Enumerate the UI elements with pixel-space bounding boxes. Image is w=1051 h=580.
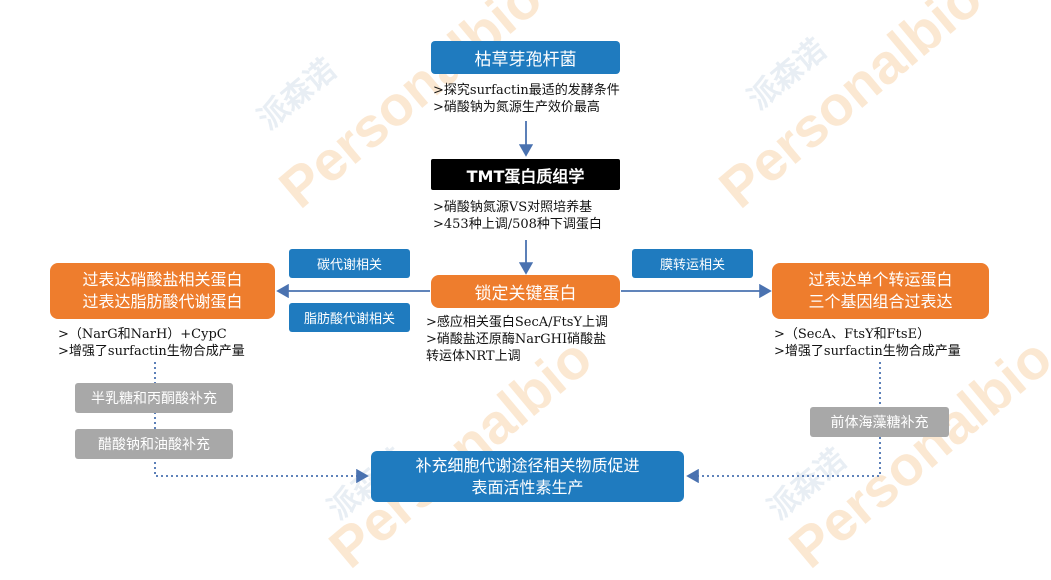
left-overexpression-box: 过表达硝酸盐相关蛋白 过表达脂肪酸代谢蛋白	[50, 263, 275, 319]
fatty-acid-metabolism-label: 脂肪酸代谢相关	[303, 312, 395, 327]
left-overexpression-line1: 过表达硝酸盐相关蛋白	[82, 270, 243, 289]
left-note-1: >（NarG和NarH）+CypC	[58, 327, 227, 342]
galactose-pyruvate-label: 半乳糖和丙酮酸补充	[91, 391, 217, 407]
supplement-result-line1: 补充细胞代谢途径相关物质促进	[415, 455, 640, 475]
source-note-1: >探究surfactin最适的发酵条件	[433, 83, 620, 98]
left-note-2: >增强了surfactin生物合成产量	[58, 344, 245, 359]
tmt-note-1: >硝酸钠氮源VS对照培养基	[433, 200, 593, 215]
key-protein-label: 锁定关键蛋白	[474, 284, 577, 304]
dotted-left-path	[154, 362, 369, 484]
dotted-right-path	[686, 362, 881, 484]
galactose-pyruvate-supplement: 半乳糖和丙酮酸补充	[75, 383, 233, 413]
acetate-oleate-supplement: 醋酸钠和油酸补充	[75, 429, 233, 459]
tmt-proteomics-label: TMT蛋白质组学	[466, 166, 585, 186]
key-note-1: >感应相关蛋白SecA/FtsY上调	[426, 315, 609, 330]
carbon-metabolism-label: 碳代谢相关	[316, 258, 382, 273]
fatty-acid-metabolism-tag: 脂肪酸代谢相关	[289, 303, 410, 332]
right-note-1: >（SecA、FtsY和FtsE）	[774, 327, 931, 342]
tmt-proteomics-box: TMT蛋白质组学	[431, 159, 620, 190]
supplement-result-line2: 表面活性素生产	[471, 477, 584, 497]
left-overexpression-line2: 过表达脂肪酸代谢蛋白	[82, 292, 243, 311]
acetate-oleate-label: 醋酸钠和油酸补充	[98, 437, 210, 453]
supplement-result-box: 补充细胞代谢途径相关物质促进 表面活性素生产	[371, 451, 684, 502]
trehalose-label: 前体海藻糖补充	[830, 415, 929, 431]
right-overexpression-box: 过表达单个转运蛋白 三个基因组合过表达	[772, 263, 989, 319]
key-protein-box: 锁定关键蛋白	[431, 275, 620, 308]
right-note-2: >增强了surfactin生物合成产量	[774, 344, 961, 359]
source-organism-box: 枯草芽孢杆菌	[431, 41, 620, 74]
right-overexpression-line2: 三个基因组合过表达	[808, 292, 953, 311]
source-organism-label: 枯草芽孢杆菌	[474, 50, 577, 70]
tmt-note-2: >453种上调/508种下调蛋白	[433, 217, 602, 232]
membrane-transport-label: 膜转运相关	[659, 258, 725, 273]
key-note-2: >硝酸盐还原酶NarGHI硝酸盐	[426, 332, 607, 347]
key-note-3: 转运体NRT上调	[426, 349, 521, 364]
connector-lines	[154, 121, 881, 484]
source-note-2: >硝酸钠为氮源生产效价最高	[433, 100, 600, 115]
right-overexpression-line1: 过表达单个转运蛋白	[808, 270, 953, 289]
membrane-transport-tag: 膜转运相关	[632, 249, 753, 278]
trehalose-supplement: 前体海藻糖补充	[810, 407, 949, 437]
carbon-metabolism-tag: 碳代谢相关	[289, 249, 410, 278]
